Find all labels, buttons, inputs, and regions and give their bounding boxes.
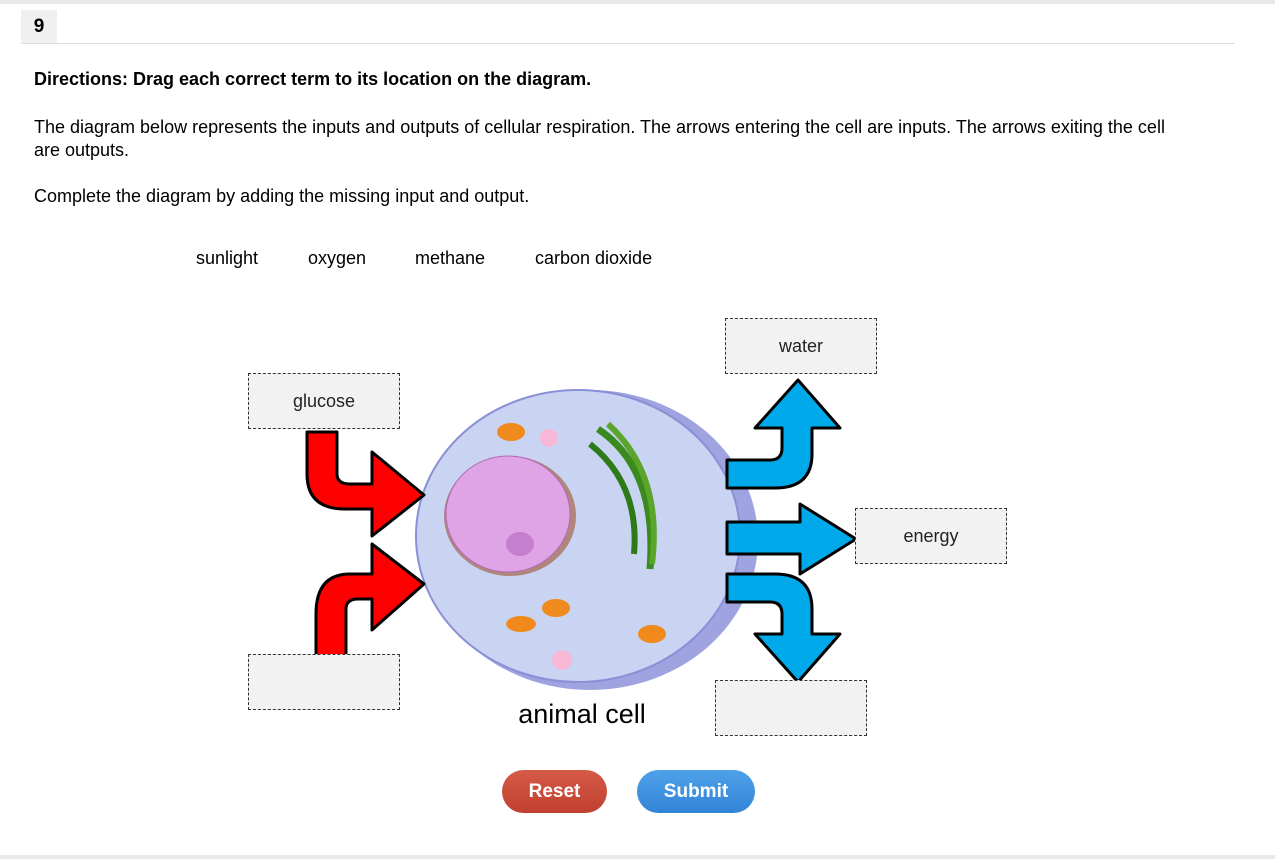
input-drop-zone-top[interactable]: glucose [248,373,400,429]
term-sunlight[interactable]: sunlight [196,248,259,268]
divider [21,43,1235,44]
output-drop-zone-top[interactable]: water [725,318,877,374]
directions: Directions: Drag each correct term to it… [34,69,592,89]
input-arrow-top [305,430,426,538]
output-arrow-top [725,378,842,490]
reset-button[interactable]: Reset [502,770,607,813]
term-oxygen[interactable]: oxygen [308,248,367,268]
output-drop-zone-bottom[interactable] [715,680,867,736]
output-arrow-middle [725,502,858,576]
question-panel: 9 Directions: Drag each correct term to … [0,4,1275,855]
input-arrow-bottom [314,542,426,660]
output-drop-zone-middle[interactable]: energy [855,508,1007,564]
description: The diagram below represents the inputs … [34,117,1165,160]
animal-cell-image [415,389,758,690]
instruction: Complete the diagram by adding the missi… [34,186,530,206]
cell-label: animal cell [518,699,646,729]
submit-button[interactable]: Submit [637,770,755,813]
term-carbon-dioxide[interactable]: carbon dioxide [535,248,653,268]
output-arrow-bottom [725,572,842,684]
question-number: 9 [21,10,57,44]
cell-diagram: animal cell [305,378,858,729]
term-methane[interactable]: methane [415,248,486,268]
input-drop-zone-bottom[interactable] [248,654,400,710]
